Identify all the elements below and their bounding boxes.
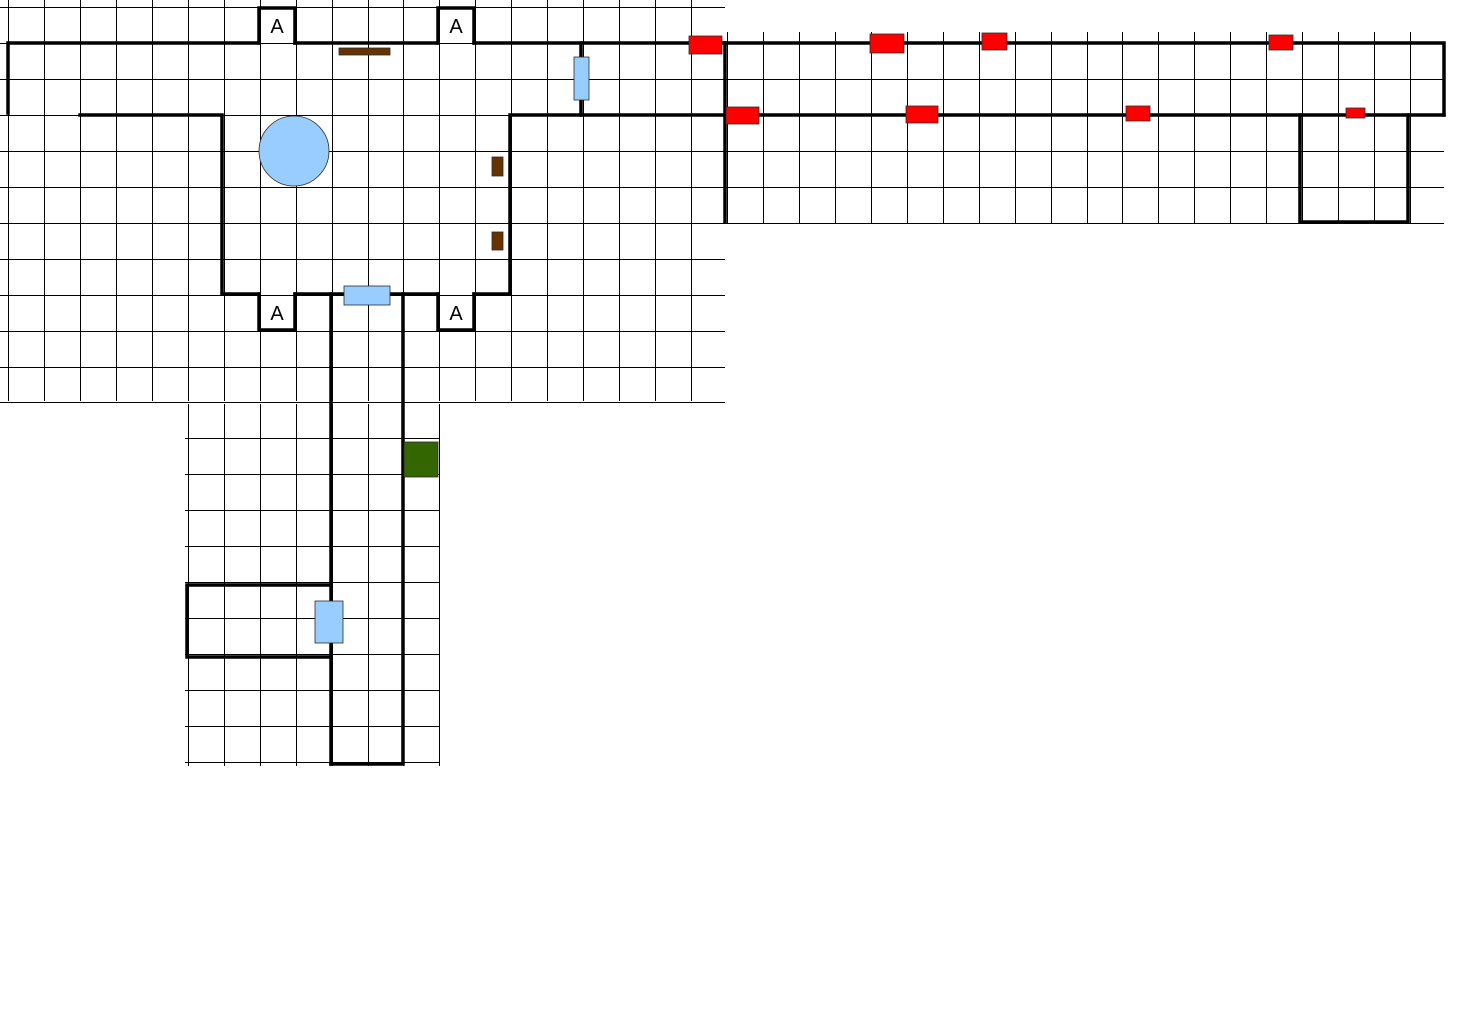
marker-a-nw: A: [257, 6, 297, 45]
marker-a-nw-label: A: [270, 16, 284, 38]
wooden-door-icon: [491, 156, 504, 177]
red-trap-icon-4: [1268, 34, 1294, 51]
wall-main-top: [6, 41, 261, 115]
marker-a-se: A: [436, 292, 476, 332]
wall-south-room: [185, 583, 333, 659]
water-pool-icon: [258, 115, 330, 187]
marker-a-ne: A: [436, 6, 476, 45]
wall-inner-left: [78, 113, 261, 296]
red-trap-icon-8: [1345, 107, 1366, 119]
marker-a-nw-walls: [257, 6, 297, 45]
marker-a-sw-label: A: [270, 303, 284, 325]
wooden-plank-icon: [338, 47, 391, 56]
red-trap-icon-3: [981, 32, 1008, 51]
marker-a-ne-walls: [436, 6, 476, 45]
marker-layer: A A A A: [257, 6, 476, 332]
marker-a-se-walls: [436, 292, 476, 332]
red-trap-icon-2: [869, 33, 905, 54]
marker-a-se-label: A: [449, 303, 463, 325]
wood-features: [338, 47, 504, 251]
water-features: [258, 56, 590, 644]
water-door-room: [314, 600, 344, 644]
wooden-door-icon-2: [491, 231, 504, 251]
marker-a-ne-label: A: [449, 16, 463, 38]
red-trap-icon-5: [725, 106, 760, 125]
wall-east-top: [723, 41, 1446, 117]
red-trap-icon-1: [688, 35, 723, 55]
walls: [6, 41, 1446, 766]
marker-a-sw: A: [257, 292, 297, 332]
green-exit-icon: [403, 441, 439, 478]
wall-inner-right: [472, 113, 727, 296]
marker-a-sw-walls: [257, 292, 297, 332]
water-door-north: [573, 56, 590, 101]
wall-east-alcove: [1298, 113, 1410, 224]
wall-south-east: [329, 292, 405, 766]
trap-features: [688, 32, 1366, 125]
red-trap-icon-7: [1125, 105, 1151, 122]
water-door-south: [343, 285, 391, 306]
red-trap-icon-6: [905, 105, 939, 124]
